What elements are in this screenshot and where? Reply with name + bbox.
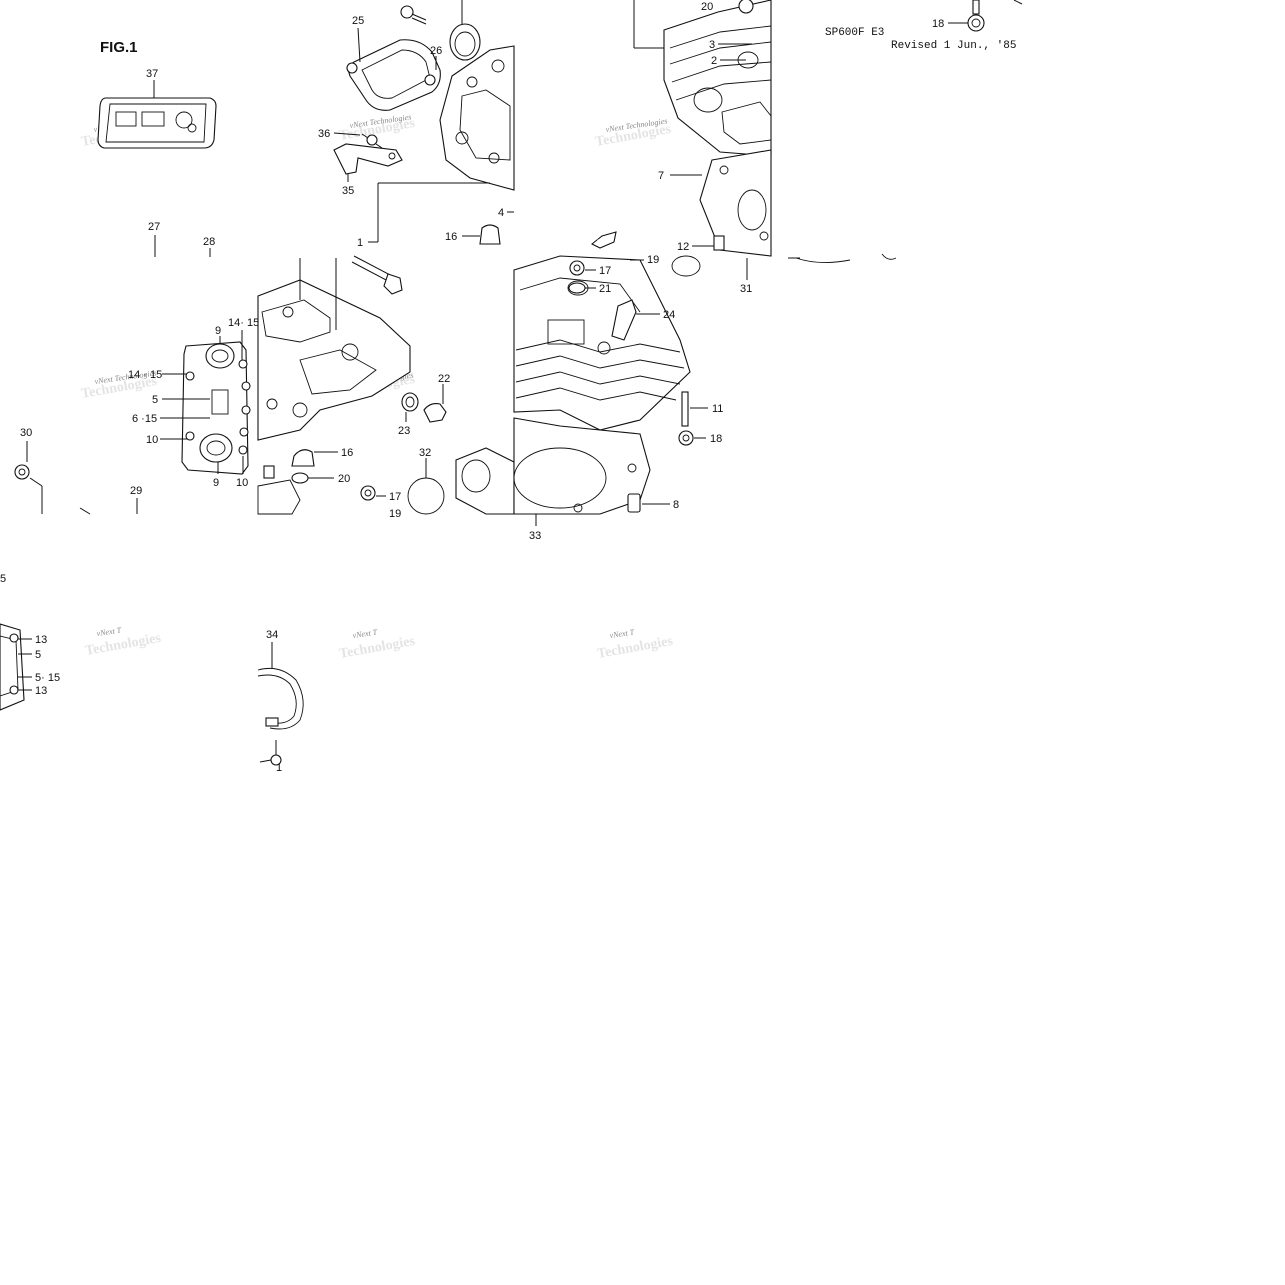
fwd-arrow: FWD xyxy=(590,231,617,249)
fwd-arrow-label: FWD xyxy=(597,236,612,246)
callout-25: 25 xyxy=(352,15,364,27)
callout-5-partial: 5 xyxy=(0,573,6,585)
callout-28: 28 xyxy=(203,236,215,248)
callout-14-15-top: 14· 15 xyxy=(228,317,259,329)
part-26-ring xyxy=(435,0,481,70)
part-11-stud xyxy=(681,391,708,427)
callout-6-15: 6 ·15 xyxy=(132,413,157,425)
callout-16-upper: 16 xyxy=(445,231,457,243)
callout-3: 3 xyxy=(709,39,715,51)
callout-11: 11 xyxy=(712,403,723,415)
part-30-nut xyxy=(14,441,43,514)
callout-13-bottom: 13 xyxy=(35,685,47,697)
callout-10-left: 10 xyxy=(146,434,158,446)
callout-9-bottom: 9 xyxy=(213,477,219,489)
callout-26: 26 xyxy=(430,45,442,57)
callout-22: 22 xyxy=(438,373,450,385)
part-1-screw xyxy=(259,740,282,766)
callout-1-bottom: 1 xyxy=(276,762,282,774)
part-25-cover xyxy=(346,27,441,111)
callout-5-15: 5· 15 xyxy=(35,672,60,684)
part-33-gasket xyxy=(513,417,651,526)
callout-30: 30 xyxy=(20,427,32,439)
watermark: vNext T xyxy=(352,628,378,640)
callout-19-left: 19 xyxy=(389,508,401,520)
callout-5-right: 5 xyxy=(35,649,41,661)
callout-20-lower: 20 xyxy=(338,473,350,485)
figure-title: FIG.1 xyxy=(100,39,138,56)
part-21-washer xyxy=(568,282,596,294)
watermark: Technologies xyxy=(596,634,674,662)
callout-37: 37 xyxy=(146,68,158,80)
watermark: Technologies xyxy=(84,631,162,659)
part-7-gasket xyxy=(670,149,772,257)
head-upper-center xyxy=(663,0,772,157)
watermark: vNext T xyxy=(609,628,635,640)
callout-36: 36 xyxy=(318,128,330,140)
head-left-block xyxy=(257,258,411,441)
part-32-oring xyxy=(407,458,445,515)
callout-17-right: 17 xyxy=(599,265,611,277)
callout-24: 24 xyxy=(663,309,675,321)
callout-35: 35 xyxy=(342,185,354,197)
part-16-cap-upper xyxy=(462,224,501,245)
part-18-nut-upper xyxy=(948,0,1023,32)
callout-29: 29 xyxy=(130,485,142,497)
cylinder-head-main xyxy=(513,255,691,431)
part-23-washer xyxy=(401,392,419,422)
callout-27: 27 xyxy=(148,221,160,233)
part-34-clamp xyxy=(257,642,304,730)
callout-34: 34 xyxy=(266,629,278,641)
part-18-nut-lower xyxy=(678,430,706,446)
callout-17-left: 17 xyxy=(389,491,401,503)
callout-2: 2 xyxy=(711,55,717,67)
part-1-bolt xyxy=(351,255,403,295)
callout-9-top: 9 xyxy=(215,325,221,337)
callout-10-bottom: 10 xyxy=(236,477,248,489)
callout-32: 32 xyxy=(419,447,431,459)
revision-note: Revised 1 Jun., '85 xyxy=(891,40,1016,52)
callout-19-right: 19 xyxy=(647,254,659,266)
part-16-cap-lower xyxy=(291,449,338,467)
part-22-bolt xyxy=(423,384,447,423)
leader-top-left xyxy=(633,0,664,49)
bolt-top xyxy=(400,5,427,25)
leader-1 xyxy=(368,182,490,243)
right-rocker-cover xyxy=(0,623,32,711)
intake-pipe xyxy=(455,447,515,515)
left-rocker-cover xyxy=(181,341,251,475)
part-36-bolt xyxy=(361,133,383,149)
watermark: vNext T xyxy=(96,626,122,638)
callout-14-15-left: 14 · 15 xyxy=(128,369,162,381)
callout-12: 12 xyxy=(677,241,689,253)
callout-23: 23 xyxy=(398,425,410,437)
watermark: Technologies xyxy=(338,634,416,662)
model-code: SP600F E3 xyxy=(825,27,884,39)
part-17-nut-right xyxy=(569,260,596,276)
callout-13-top: 13 xyxy=(35,634,47,646)
part-8-dowel xyxy=(627,493,670,513)
part-17-nut-left xyxy=(360,485,386,501)
callout-4: 4 xyxy=(498,207,504,219)
callout-16-lower: 16 xyxy=(341,447,353,459)
callout-18-upper: 18 xyxy=(932,18,944,30)
callout-7: 7 xyxy=(658,170,664,182)
part-24-spark-plug xyxy=(611,299,660,341)
callout-18-lower: 18 xyxy=(710,433,722,445)
part-35-bracket xyxy=(333,143,403,182)
head-upper-right xyxy=(439,45,515,191)
part-20-washer xyxy=(291,472,334,484)
callout-20-upper: 20 xyxy=(701,1,713,13)
part-12-bolt xyxy=(692,235,725,251)
callout-21: 21 xyxy=(599,283,611,295)
callout-1: 1 xyxy=(357,237,363,249)
callout-31: 31 xyxy=(740,283,752,295)
callout-5-left: 5 xyxy=(152,394,158,406)
part-37-label-plate xyxy=(97,80,217,149)
callout-8: 8 xyxy=(673,499,679,511)
callout-33: 33 xyxy=(529,530,541,542)
